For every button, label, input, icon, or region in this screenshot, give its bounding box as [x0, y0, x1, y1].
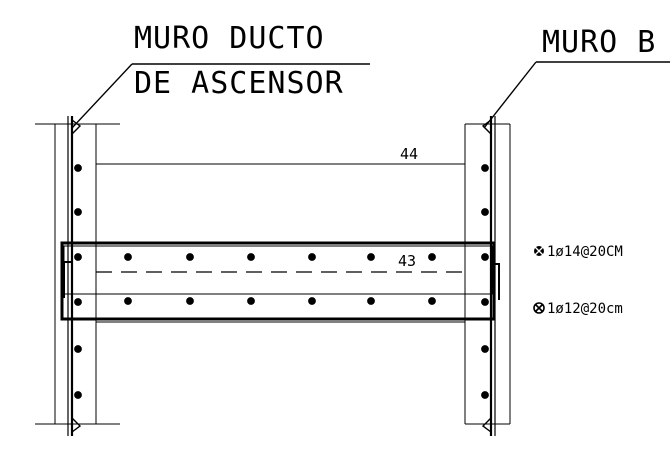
label-muro-ducto-line1: MURO DUCTO [134, 21, 325, 56]
rebar-dot [481, 253, 489, 261]
rebar-dot [186, 253, 194, 261]
legend-item-1: 1ø14@20CM [547, 244, 623, 260]
rebar-dot [367, 253, 375, 261]
rebar-dot [247, 253, 255, 261]
beam-outline [60, 241, 496, 321]
dimension-top-bar: 44 [400, 145, 418, 163]
rebar-dot [74, 345, 82, 353]
rebar-dot [481, 391, 489, 399]
leader-left [71, 63, 133, 129]
rebar-dot [186, 297, 194, 305]
rebar-dot [124, 297, 132, 305]
rebar-dot [74, 298, 82, 306]
rebar-dot [308, 253, 316, 261]
right-wall [464, 116, 511, 436]
left-wall [35, 116, 120, 436]
rebar-symbol-icon-14 [534, 246, 544, 256]
rebar-dot [481, 298, 489, 306]
rebar-dot [428, 253, 436, 261]
leader-right [483, 61, 537, 129]
rebar-dot [308, 297, 316, 305]
beam-hook-right [491, 263, 500, 300]
legend-item-2: 1ø12@20cm [547, 301, 623, 317]
rebar-dot [481, 164, 489, 172]
rebar-dots [74, 164, 489, 399]
rebar-dot [74, 253, 82, 261]
rebar-dot [74, 164, 82, 172]
rebar-dot [481, 345, 489, 353]
rebar-dot [367, 297, 375, 305]
rebar-dot [74, 208, 82, 216]
rebar-symbol-icon-12 [533, 302, 545, 314]
rebar-dot [481, 208, 489, 216]
rebar-dot [124, 253, 132, 261]
rebar-dot [247, 297, 255, 305]
beam-hook-left [63, 261, 72, 298]
label-muro-right: MURO B [542, 25, 656, 60]
rebar-dot [74, 391, 82, 399]
dimension-middle-bar: 43 [398, 252, 416, 270]
rebar-dot [428, 297, 436, 305]
label-muro-ducto-line2: DE ASCENSOR [134, 66, 344, 101]
